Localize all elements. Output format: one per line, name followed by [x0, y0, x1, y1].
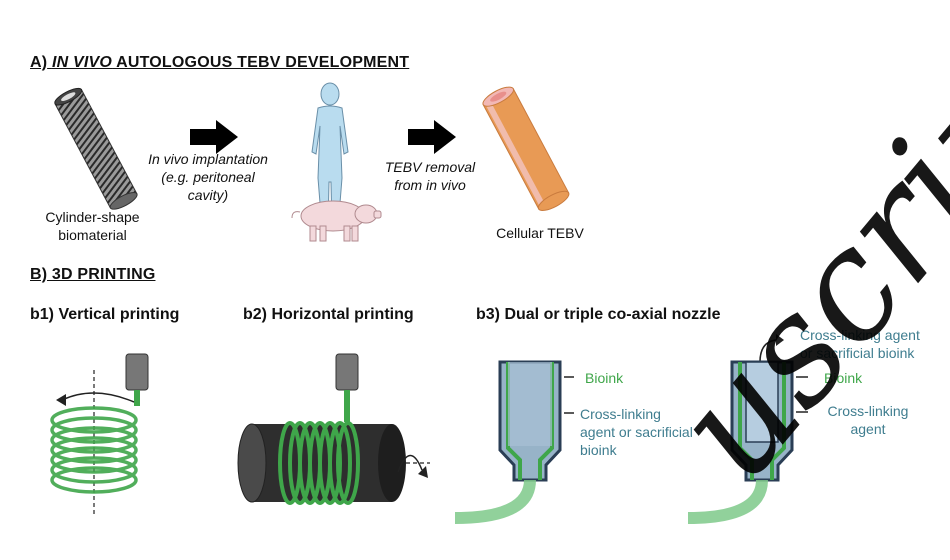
- nozzle2-top-line1: Cross-linking agent: [800, 327, 920, 343]
- removal-line1: TEBV removal: [384, 159, 476, 175]
- cellular-tebv-icon: [482, 86, 570, 211]
- nozzle1-crosslink-line3: bioink: [580, 442, 617, 458]
- b2-title: b2) Horizontal printing: [243, 306, 414, 323]
- nozzle1-crosslink-label: Cross-linking agent or sacrificial bioin…: [580, 405, 693, 459]
- section-a-title: A) IN VIVO AUTOLOGOUS TEBV DEVELOPMENT: [30, 54, 409, 72]
- removal-line2: from in vivo: [394, 177, 466, 193]
- nozzle1-crosslink-line1: Cross-linking: [580, 406, 661, 422]
- nozzle2-top-line2: or sacrificial bioink: [800, 345, 915, 361]
- removal-caption: TEBV removal from in vivo: [370, 158, 490, 194]
- human-body-icon: [311, 82, 349, 229]
- dual-nozzle-illustration: [454, 360, 574, 524]
- nozzle2-crosslink-label: Cross-linking agent: [818, 402, 918, 438]
- arrow-right-icon: [408, 120, 456, 154]
- biomaterial-label-line1: Cylinder-shape: [45, 209, 140, 225]
- implantation-line1: In vivo implantation: [148, 151, 268, 167]
- section-b-title: B) 3D PRINTING: [30, 266, 156, 283]
- implantation-line2: (e.g. peritoneal: [161, 169, 255, 185]
- biomaterial-label: Cylinder-shape biomaterial: [30, 208, 155, 244]
- horizontal-printing-illustration: [237, 353, 430, 505]
- nozzle2-top-label: Cross-linking agent or sacrificial bioin…: [800, 326, 920, 362]
- biomaterial-label-line2: biomaterial: [58, 227, 127, 243]
- b1-title: b1) Vertical printing: [30, 306, 180, 323]
- cylinder-biomaterial-icon: [54, 87, 138, 210]
- nozzle1-crosslink-line2: agent or sacrificial: [580, 424, 693, 440]
- arrow-right-icon: [190, 120, 238, 154]
- section-a-title-italic: IN VIVO: [51, 54, 113, 71]
- implantation-caption: In vivo implantation (e.g. peritoneal ca…: [128, 150, 288, 204]
- implantation-line3: cavity): [187, 187, 229, 203]
- section-a-title-rest: AUTOLOGOUS TEBV DEVELOPMENT: [112, 54, 410, 71]
- b3-title: b3) Dual or triple co-axial nozzle: [476, 306, 721, 323]
- triple-nozzle-illustration: [687, 334, 808, 524]
- tebv-label: Cellular TEBV: [496, 225, 584, 241]
- section-a-prefix: A): [30, 54, 48, 71]
- nozzle2-crosslink-line2: agent: [850, 421, 886, 437]
- pig-icon: [291, 200, 382, 242]
- nozzle2-crosslink-line1: Cross-linking: [827, 403, 909, 419]
- nozzle1-bioink-label: Bioink: [585, 370, 624, 386]
- nozzle2-bioink-label: Bioink: [824, 370, 863, 386]
- vertical-printing-illustration: [50, 353, 149, 515]
